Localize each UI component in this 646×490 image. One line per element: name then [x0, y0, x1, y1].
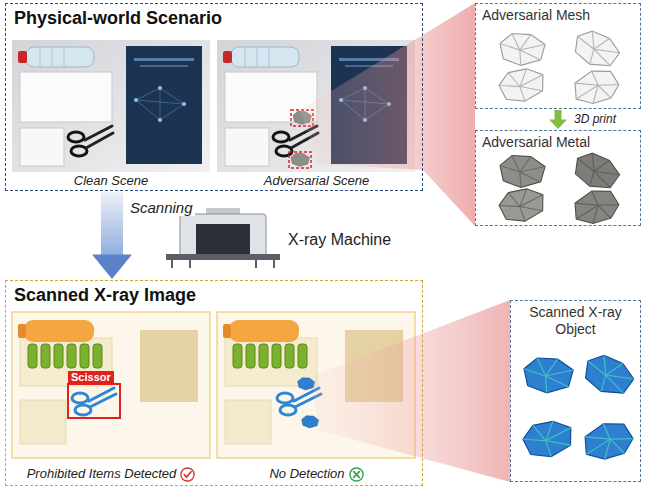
scanning-arrow	[92, 192, 132, 279]
adversarial-scene-picture-part	[289, 152, 311, 168]
metal-pieces-part	[570, 149, 623, 194]
xray-machine-picture-part	[172, 258, 274, 268]
text-holder: Clean Scene	[12, 173, 210, 189]
mesh-pieces-part	[500, 34, 545, 66]
panel-title: Adversarial Metal	[482, 134, 590, 150]
cross-icon	[349, 467, 364, 482]
xray-machine-picture	[166, 208, 280, 268]
mesh-pieces-part	[496, 64, 548, 106]
undetected-xray-picture-part	[298, 378, 315, 390]
clean-scene-picture-part	[12, 40, 210, 172]
mesh-pieces-part	[570, 27, 623, 72]
mesh-pieces-part	[496, 64, 548, 106]
xray-object-pieces-part	[520, 416, 577, 462]
detected-xray-picture-part	[68, 384, 120, 418]
print-arrow	[549, 110, 567, 129]
metal-pieces	[496, 149, 623, 229]
text-holder: Physical-world Scenario	[6, 4, 422, 32]
text-holder: Scanned X-ray Image	[6, 281, 422, 309]
panel-title: X-ray Machine	[288, 231, 391, 248]
xray-object-pieces-part	[580, 351, 638, 401]
panel-title: Scanned X-ray Object	[529, 304, 622, 337]
clean-scene-photo: Clean Scene	[12, 40, 210, 189]
metal-pieces-part	[496, 184, 548, 226]
mesh-pieces-part	[569, 64, 622, 109]
image-caption: No Detection	[269, 466, 344, 482]
clean-scene-picture	[12, 40, 210, 172]
text-holder: Adversarial Mesh	[476, 4, 640, 27]
metal-pieces-part	[496, 184, 548, 226]
detected-xray-picture	[12, 312, 210, 458]
xray-machine-picture-part	[206, 208, 240, 214]
xray-machine-picture-part	[166, 254, 280, 260]
xray-object-pieces-part	[524, 358, 573, 393]
xray-object-pieces	[520, 351, 638, 466]
panel-title: Physical-world Scenario	[14, 8, 222, 28]
zoom-wedge	[300, 3, 475, 226]
xray-object-pieces-part	[524, 358, 573, 393]
mesh-pieces-part	[569, 64, 622, 109]
xray-machine-picture-part	[180, 214, 266, 258]
text-holder: Scissor	[71, 371, 111, 384]
xray-object-pieces-part	[579, 416, 637, 466]
scenario-panel: Clean Scene Adversarial Scene Physical-wor…	[5, 3, 423, 191]
xray-object-pieces-part	[580, 351, 638, 401]
xray-panel: ScissorProhibited Items Detected No Detec…	[5, 280, 423, 486]
text-holder: Adversarial Metal	[476, 131, 640, 154]
arrow-shaft	[101, 192, 123, 255]
mesh-panel: Adversarial Mesh	[475, 3, 641, 109]
detected-xray-picture-part	[12, 312, 210, 458]
text-holder: Adversarial Scene	[217, 173, 416, 189]
xray-object-pieces-part	[520, 416, 577, 462]
panel-title: Scanned X-ray Image	[14, 285, 196, 305]
check-icon	[180, 467, 195, 482]
image-caption: Prohibited Items Detected	[27, 466, 177, 482]
arrow-head	[92, 255, 132, 280]
image-caption: Adversarial Scene	[264, 173, 370, 189]
xray-object-panel: Scanned X-ray Object	[510, 300, 641, 482]
panel-title: Adversarial Mesh	[482, 7, 590, 23]
mesh-pieces-part	[500, 34, 545, 66]
text-holder: No Detection	[217, 466, 416, 482]
image-caption: Clean Scene	[74, 173, 148, 189]
zoom-wedge	[312, 300, 510, 482]
adversarial-scene-picture-part	[291, 153, 309, 166]
metal-pieces-part	[500, 156, 545, 188]
metal-pieces-part	[570, 149, 623, 194]
metal-pieces-part	[569, 184, 622, 229]
undetected-xray-picture-part	[302, 416, 319, 428]
arrow-head	[549, 120, 567, 130]
text-holder: Prohibited Items Detected	[12, 466, 210, 482]
arrow-label: Scanning	[128, 199, 195, 216]
metal-pieces-part	[569, 184, 622, 229]
mesh-pieces	[496, 27, 623, 109]
detected-xray-image: ScissorProhibited Items Detected	[12, 312, 210, 482]
class-tag: Scissor	[71, 371, 111, 383]
xray-machine-label: X-ray Machine	[288, 229, 416, 253]
arrow-label: 3D print	[572, 112, 618, 126]
adversarial-scene-photo: Adversarial Scene	[217, 40, 416, 189]
text-holder: X-ray Machine	[288, 229, 416, 251]
xray-machine-picture-part	[196, 224, 250, 254]
detection-tag: Scissor	[68, 371, 114, 384]
text-holder: Scanned X-ray Object	[511, 301, 640, 341]
metal-panel: Adversarial Metal	[475, 130, 641, 226]
metal-pieces-part	[500, 156, 545, 188]
mesh-pieces-part	[570, 27, 623, 72]
xray-object-pieces-part	[579, 416, 637, 466]
undetected-xray-image: No Detection	[217, 312, 416, 482]
arrow-shaft	[555, 110, 562, 120]
